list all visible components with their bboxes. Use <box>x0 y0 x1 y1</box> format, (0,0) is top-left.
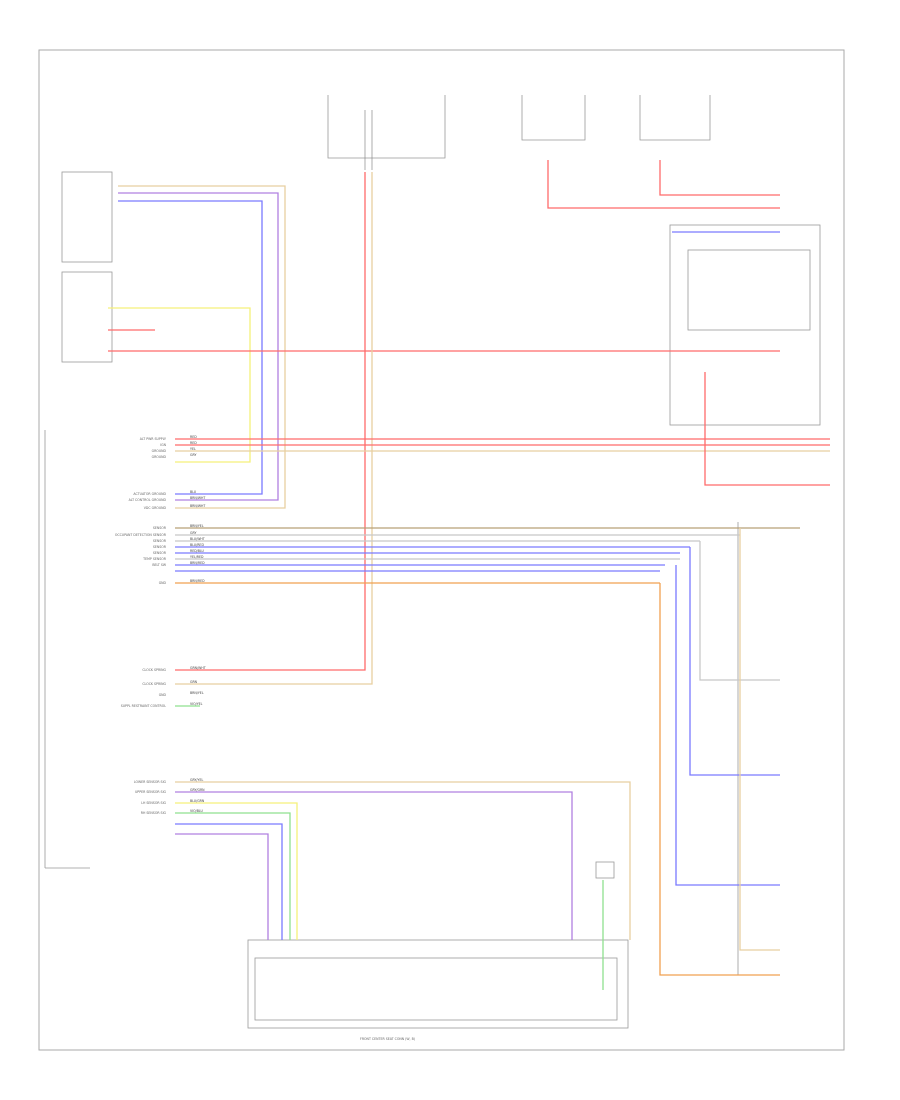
ecm-pin-label: GND <box>159 581 167 585</box>
fuse-box-right-2 <box>639 95 711 141</box>
ecm-module <box>44 430 90 869</box>
ecm-pin-label: GND <box>159 693 167 697</box>
ecm-wire-color-label: GRN <box>190 680 198 684</box>
ecm-wire-color-label: BRN/WHT <box>190 504 205 508</box>
ecm-pin-label: BELT SW <box>152 563 167 567</box>
ecm-wire-color-label: BRN/YEL <box>190 524 204 528</box>
ecm-pin-label: SENSOR <box>153 551 167 555</box>
wire-fuse-red-down <box>175 172 366 671</box>
wire-seat-blue <box>175 823 283 940</box>
wire-seat-yellow <box>175 802 298 940</box>
ecm-wire-color-label: VIO/BLU <box>190 809 204 813</box>
ecm-wire-color-label: BLU/WHT <box>190 537 205 541</box>
right-module-top <box>669 224 821 426</box>
ecm-pin-label: SUPPL RESTRAINT CONTROL <box>121 704 167 708</box>
diagram-frame <box>38 49 845 1051</box>
ecm-wire-color-label: VIO/YEL <box>190 702 203 706</box>
wire-seat-violet <box>175 791 573 940</box>
fuse-box-right-1 <box>521 95 586 141</box>
ecm-wire-color-label: GRY <box>190 453 196 457</box>
wire-left-yellow <box>108 307 251 463</box>
ecm-wire-color-label: RED <box>190 441 197 445</box>
wire-seat-tan <box>175 781 631 940</box>
ecm-pin-label: UPPER SENSOR SIG <box>135 790 167 794</box>
ecm-pin-label: IGN <box>160 443 166 447</box>
wire-left-top-tan <box>118 185 286 509</box>
ecm-wire-color-label: GRY/YEL <box>190 778 203 782</box>
ecm-pin-label: OCCUPANT DETECTION SENSOR <box>115 533 167 537</box>
wire-fuse3-red <box>659 160 780 196</box>
ecm-pin-label: SENSOR <box>153 545 167 549</box>
ecm-pin-label: GROUND <box>152 449 167 453</box>
ecm-wire-color-label: BRN/WHT <box>190 496 205 500</box>
ecm-pin-label: ALT PWR SUPPLY <box>140 437 166 441</box>
ecm-wire-color-label: GRY/GRN <box>190 788 205 792</box>
ecm-wire-color-label: BLU/RED <box>190 543 204 547</box>
ecm-pin-labels: ALT PWR SUPPLY RED IGN RED GROUND YEL GROUND GR… <box>115 435 206 815</box>
ecm-pin-label: GROUND <box>152 455 167 459</box>
ecm-pin-label: SENSOR <box>153 526 167 530</box>
ecm-wire-color-label: BRN/RED <box>190 561 205 565</box>
wire-left-top-blue <box>118 200 263 495</box>
wire-fuse2-red <box>547 160 780 209</box>
wire-layer <box>108 160 830 990</box>
fuse-box-front <box>327 95 446 170</box>
wire-seat-violet-2 <box>175 833 269 940</box>
ecm-wire-color-label: BRN/RED <box>190 579 205 583</box>
seat-module-footer: FRONT CENTER SEAT CONN (W, B) <box>360 1037 415 1041</box>
wire-left-top-violet <box>118 192 279 501</box>
ecm-wire-color-label: RED/BLU <box>190 549 205 553</box>
ecm-pin-label: TEMP SENSOR <box>142 557 167 561</box>
ecm-wire-color-label: BLU/GRN <box>190 799 205 803</box>
wire-right-gray-drop <box>699 541 780 681</box>
ecm-pin-label: CLOCK SPRING <box>142 668 166 672</box>
ecm-wire-color-label: GRY <box>190 531 196 535</box>
wire-right-orange-drop <box>659 583 780 976</box>
ecm-pin-label: ACTUATOR GROUND <box>133 492 166 496</box>
ecm-pin-label: CLOCK SPRING <box>142 682 166 686</box>
left-sensor-block <box>61 171 113 363</box>
ecm-pin-label: LOWER SENSOR SIG <box>134 780 167 784</box>
ecm-pin-label: LH SENSOR SIG <box>141 801 166 805</box>
ecm-pin-label: ALT CONTROL GROUND <box>129 498 167 502</box>
ecm-wire-color-label: GRN/WHT <box>190 666 206 670</box>
ecm-pin-label: VDC GROUND <box>144 506 167 510</box>
ecm-pin-label: RH SENSOR SIG <box>141 811 167 815</box>
ecm-wire-color-label: BLU <box>190 490 197 494</box>
wire-seat-green <box>175 812 291 940</box>
ecm-wire-color-label: RED <box>190 435 197 439</box>
ecm-wire-color-label: YEL/RED <box>190 555 204 559</box>
seat-module: FRONT CENTER SEAT CONN (W, B) <box>247 861 629 1041</box>
ecm-wire-color-label: BRN/YEL <box>190 691 204 695</box>
ecm-pin-label: SENSOR <box>153 539 167 543</box>
wire-right-blue-drop-1 <box>689 547 780 776</box>
wire-right-red-loop <box>704 372 830 486</box>
wire-fuse-tan-down <box>175 172 373 685</box>
wire-right-blue-drop-2 <box>675 565 780 886</box>
wire-right-tan-drop <box>739 528 780 951</box>
ecm-wire-color-label: YEL <box>190 447 196 451</box>
